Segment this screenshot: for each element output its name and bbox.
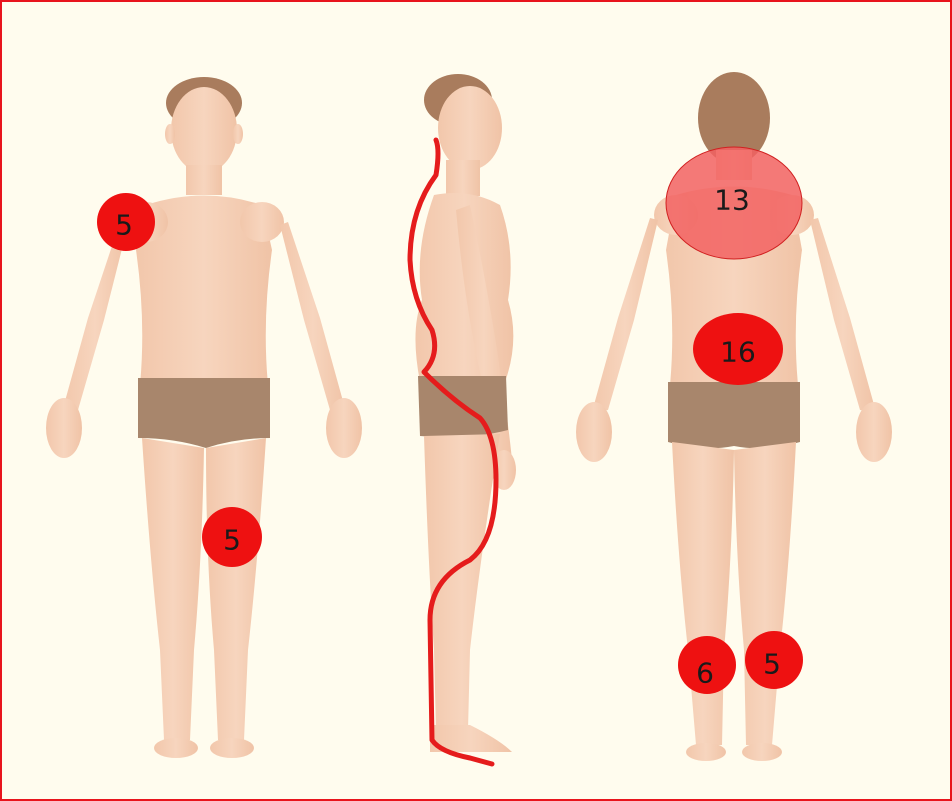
- marker-count: 5: [223, 524, 241, 557]
- marker-front-shoulder[interactable]: 5: [97, 193, 155, 251]
- marker-back-right-calf[interactable]: 5: [745, 631, 803, 689]
- marker-count: 5: [763, 648, 781, 681]
- marker-count: 6: [696, 657, 714, 690]
- marker-count: 16: [720, 336, 756, 369]
- marker-back-lower[interactable]: 16: [693, 313, 783, 385]
- marker-count: 13: [714, 184, 750, 217]
- marker-back-upper[interactable]: 13: [666, 147, 802, 259]
- marker-front-knee[interactable]: 5: [202, 507, 262, 567]
- marker-back-left-calf[interactable]: 6: [678, 636, 736, 694]
- front-figure: [46, 77, 362, 758]
- marker-count: 5: [115, 209, 133, 242]
